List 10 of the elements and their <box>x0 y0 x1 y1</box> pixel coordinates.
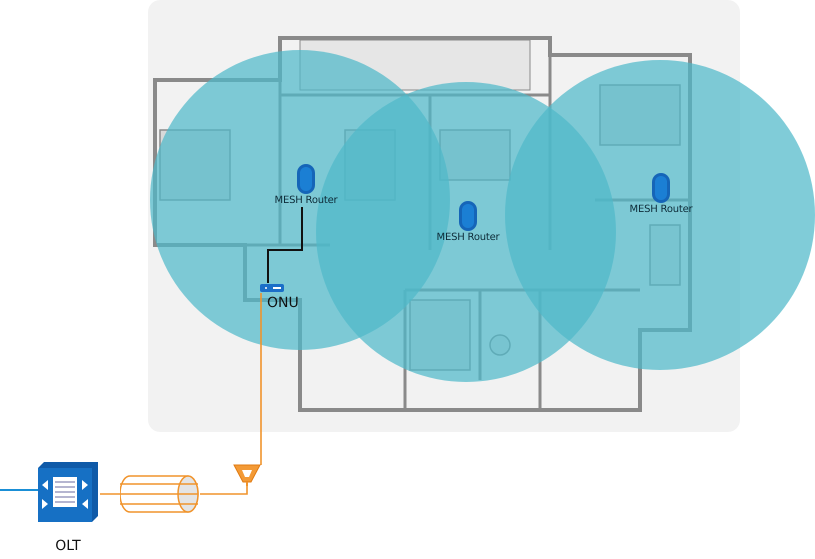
fiber-line <box>100 493 120 495</box>
device-label: OLT <box>55 538 81 554</box>
router-label: MESH Router <box>436 232 500 244</box>
router-label: MESH Router <box>274 195 338 207</box>
device-label: ONU <box>267 295 299 311</box>
cable-line <box>0 489 38 491</box>
cable-line <box>267 207 303 283</box>
fiber-line <box>260 293 262 465</box>
router-label: MESH Router <box>630 204 692 216</box>
fiber-line <box>200 486 248 495</box>
